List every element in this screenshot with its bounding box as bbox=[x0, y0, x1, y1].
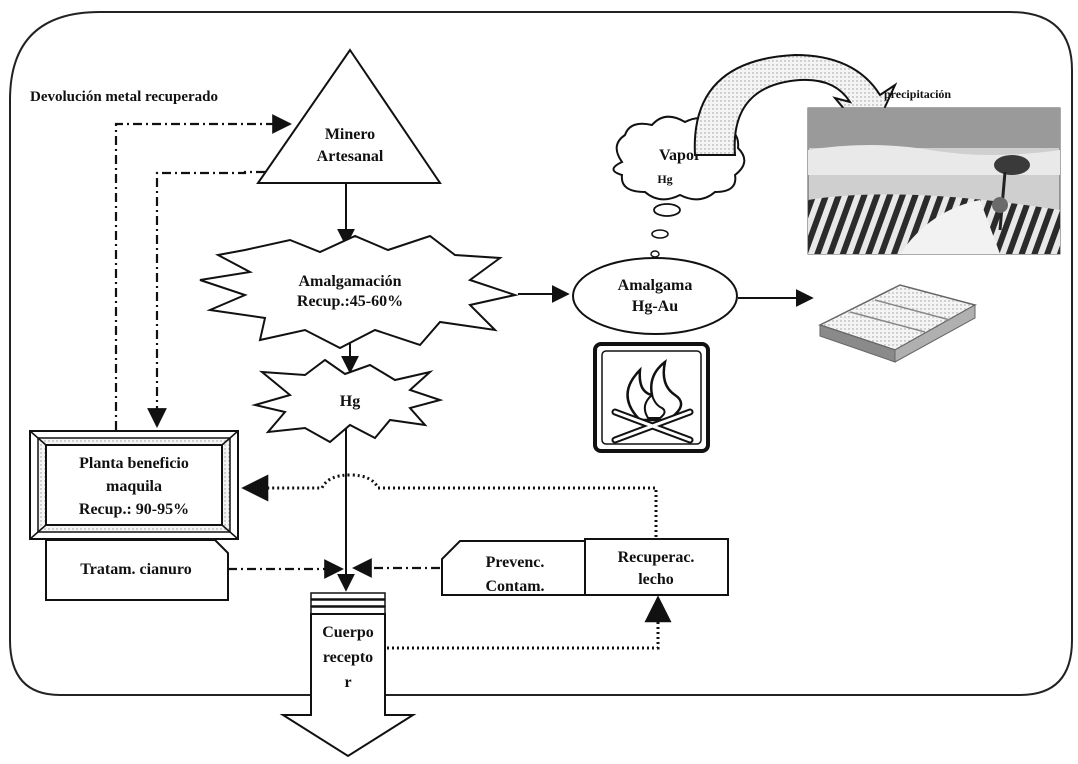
landscape-picture bbox=[807, 107, 1061, 255]
tratam-label: Tratam. cianuro bbox=[80, 561, 191, 578]
minero-label-2: Artesanal bbox=[317, 148, 384, 165]
cuerpo-label-3: r bbox=[344, 674, 351, 691]
amalgama-node: Amalgama Hg-Au bbox=[572, 257, 738, 335]
hg-node: Hg bbox=[251, 358, 444, 444]
amalgamacion-label-2: Recup.:45-60% bbox=[297, 293, 403, 310]
cuerpo-label-2: recepto bbox=[323, 649, 373, 666]
planta-label-3: Recup.: 90-95% bbox=[79, 501, 189, 518]
devolucion-label: Devolución metal recuperado bbox=[30, 89, 218, 105]
precipitation-arrow bbox=[693, 53, 898, 156]
prevenc-label-2: Contam. bbox=[485, 578, 544, 595]
gold-bars-picture bbox=[818, 284, 977, 363]
hg-label: Hg bbox=[340, 393, 360, 410]
vapor-label-1: Vapor bbox=[659, 147, 701, 164]
arrow-recuperac-planta bbox=[241, 473, 658, 537]
planta-beneficio-node: Planta beneficio maquila Recup.: 90-95% bbox=[29, 430, 239, 540]
amalgama-label-1: Amalgama bbox=[618, 277, 693, 294]
vapor-label-2: Hg bbox=[657, 172, 672, 186]
recuperac-label-2: lecho bbox=[638, 571, 674, 588]
minero-artesanal-node: Minero Artesanal bbox=[256, 48, 442, 184]
minero-label-1: Minero bbox=[325, 126, 375, 143]
arrow-cuerpo-recuperac bbox=[382, 595, 672, 650]
cuerpo-receptor-node: Cuerpo recepto r bbox=[279, 592, 417, 758]
planta-label-2: maquila bbox=[106, 478, 162, 495]
planta-label-1: Planta beneficio bbox=[79, 455, 189, 472]
fire-icon bbox=[593, 342, 710, 453]
return-line-inner bbox=[147, 170, 265, 428]
precipitacion-label: precipitación bbox=[884, 87, 951, 101]
amalgamacion-node: Amalgamación Recup.:45-60% bbox=[199, 234, 519, 350]
amalgama-label-2: Hg-Au bbox=[632, 298, 678, 315]
amalgamacion-label-1: Amalgamación bbox=[298, 273, 401, 290]
prevenc-contam-node: Prevenc. Contam. bbox=[441, 540, 586, 596]
recuperac-label-1: Recuperac. bbox=[618, 549, 695, 566]
recuperac-lecho-node: Recuperac. lecho bbox=[584, 538, 729, 596]
tratam-cianuro-node: Tratam. cianuro bbox=[45, 539, 229, 601]
outer-frame bbox=[9, 11, 1073, 696]
prevenc-label-1: Prevenc. bbox=[486, 554, 545, 571]
return-line-outer bbox=[114, 114, 292, 430]
cuerpo-label-1: Cuerpo bbox=[322, 624, 374, 641]
